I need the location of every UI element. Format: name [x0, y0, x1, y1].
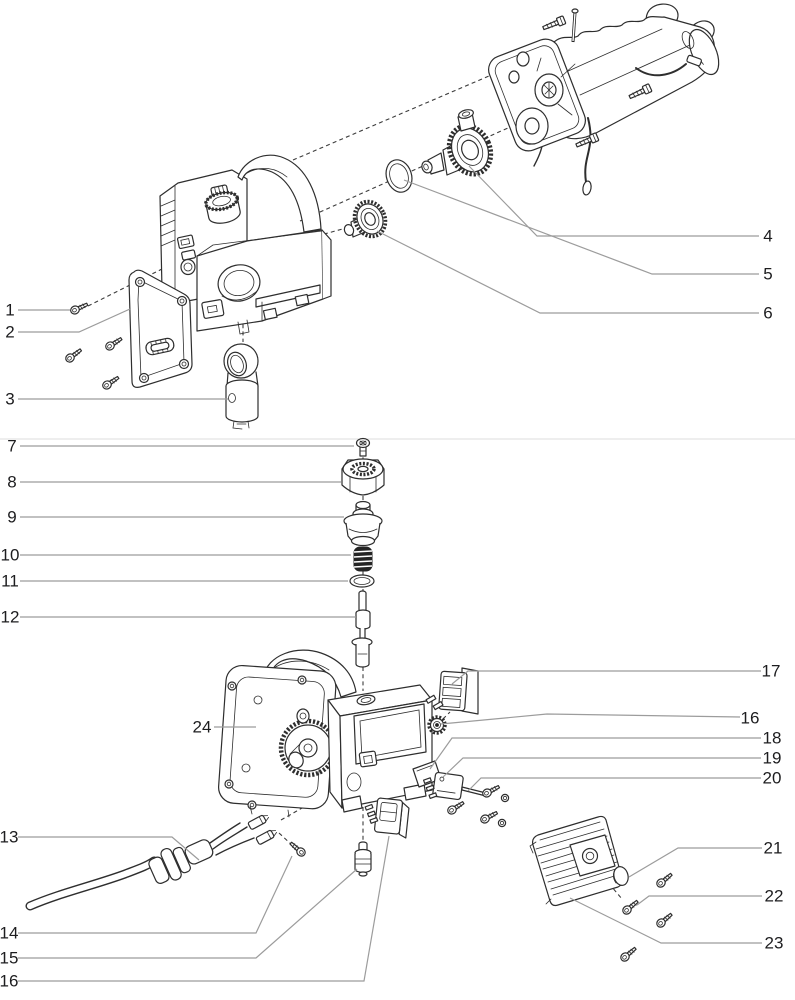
leader-line-21 [628, 847, 762, 878]
grommet-figure [427, 715, 447, 735]
oiler-figure [354, 841, 372, 877]
transducer-cap-figure [613, 866, 629, 886]
power-switch-figure [425, 667, 479, 715]
leader-line-22 [636, 895, 762, 906]
ground-screw-figure [287, 839, 308, 859]
piston-rod-figure [351, 590, 373, 668]
valve-spring-figure [353, 546, 373, 572]
leader-line-5 [403, 179, 759, 275]
leader-line-16 [18, 835, 390, 982]
leader-line-4 [468, 165, 759, 237]
leader-line-2 [18, 308, 131, 333]
valve-housing-figure [341, 458, 385, 496]
leader-line-13 [18, 836, 200, 861]
shim-washer-figure [385, 159, 413, 193]
pump-head-assembly-figure [159, 154, 332, 335]
pressure-control-figure [529, 815, 624, 907]
leader-line-20 [467, 777, 761, 792]
callout-leader-lines [18, 165, 762, 982]
control-screws-figure [618, 870, 675, 964]
drive-gear-figure [421, 109, 494, 177]
leader-line-19 [442, 757, 761, 778]
leader-line-15 [18, 868, 358, 959]
pinion-gear-figure [343, 199, 388, 239]
breaker-switch-figure [364, 797, 410, 839]
outlet-valve-screw-figure [355, 437, 371, 457]
foot-valve-figure [223, 343, 259, 430]
leader-line-23 [569, 897, 762, 944]
cover-screws-figure [63, 300, 125, 392]
leader-line-18 [429, 737, 761, 770]
power-cord-figure [25, 814, 277, 911]
valve-seat-figure [343, 500, 383, 547]
leader-line-14 [18, 855, 293, 934]
valve-oring-figure [349, 574, 375, 588]
leader-line-6 [376, 230, 759, 314]
leader-line-16 [440, 713, 741, 725]
leader-line-17 [451, 670, 761, 685]
cover-plate-figure [128, 269, 193, 388]
gear-housing-figure [218, 649, 433, 818]
motor-assembly-figure [488, 3, 720, 196]
